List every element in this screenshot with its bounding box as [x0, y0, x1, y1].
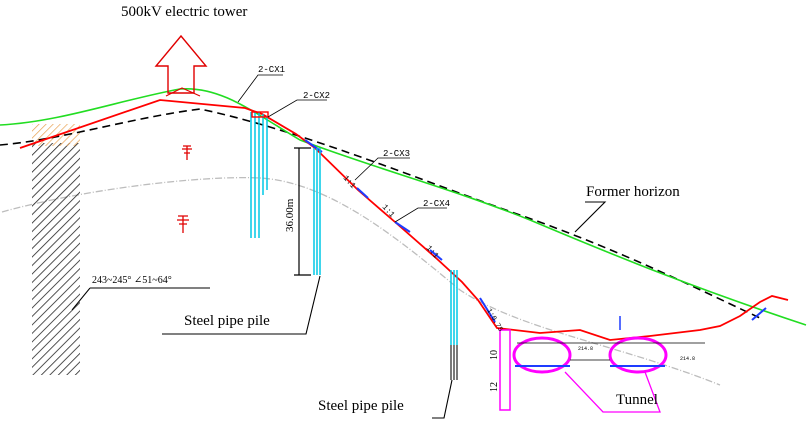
rock-symbol-icon — [177, 145, 192, 233]
section-cx4-label: 2-CX4 — [423, 199, 450, 209]
tunnel-dim-1: 10 — [489, 350, 500, 360]
section-cx2-label: 2-CX2 — [303, 91, 330, 101]
section-cx4-leader — [394, 207, 447, 223]
former-horizon-leader — [574, 201, 607, 233]
retaining-wall-segments — [304, 139, 767, 323]
tower-base — [165, 87, 201, 97]
excavation-profile-line — [19, 99, 789, 341]
section-cx1-label: 2-CX1 — [258, 65, 285, 75]
tower-icon — [154, 34, 208, 94]
svg-text:214.8: 214.8 — [680, 356, 695, 362]
pile-group-1 — [250, 112, 268, 238]
steel-pipe-pile-label-1: Steel pipe pile — [184, 313, 270, 329]
slope-ratio-label-3: 1:1 — [424, 244, 440, 261]
section-cx3-label: 2-CX3 — [383, 149, 410, 159]
section-cx3-leader — [354, 157, 410, 181]
pile-group-3-dark — [450, 345, 458, 380]
bedrock-column — [32, 143, 80, 375]
rock-attitude-leader — [71, 287, 210, 311]
slope-ratio-label-1: 1:1 — [341, 174, 357, 191]
tunnel-label: Tunnel — [616, 392, 658, 408]
pile-group-2 — [313, 148, 321, 275]
rock-attitude-label: 243~245° ∠51~64° — [92, 275, 172, 286]
former-horizon-line — [0, 108, 761, 319]
slope-ratio-label-2: 1:1 — [380, 203, 396, 220]
tunnel-leader — [564, 371, 661, 413]
tower-label: 500kV electric tower — [121, 4, 247, 20]
tunnel-dim-2: 12 — [489, 382, 500, 392]
svg-text:214.8: 214.8 — [578, 346, 593, 352]
pile-leader-2 — [432, 379, 453, 419]
pile-length-dimension — [294, 147, 311, 276]
steel-pipe-pile-label-2: Steel pipe pile — [318, 398, 404, 414]
pile-leader-1 — [162, 275, 321, 335]
section-cx2-leader — [267, 99, 327, 118]
pile-length-label: 36.00m — [284, 198, 296, 232]
ground-surface-line — [0, 88, 807, 326]
grey-stratum-line — [1, 177, 721, 386]
section-cx1-leader — [237, 74, 283, 103]
tunnel-section: 214.8 214.8 — [499, 316, 705, 411]
former-horizon-label: Former horizon — [586, 184, 680, 200]
pile-cap-1 — [251, 111, 269, 118]
pile-group-3 — [450, 270, 458, 345]
